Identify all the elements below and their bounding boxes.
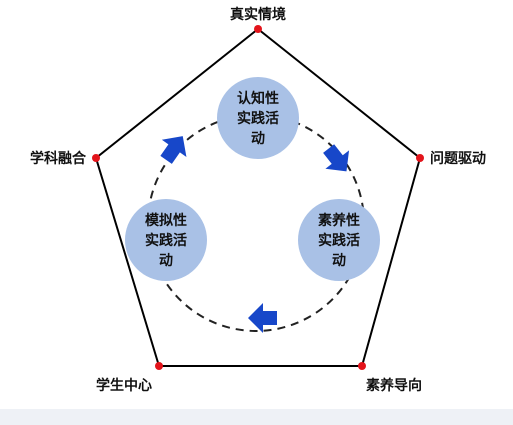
node-competency-text-line3: 动 [332,252,346,269]
vertex-label-top: 真实情境 [230,6,286,23]
arrow-bottom-icon [248,303,277,333]
vertex-label-left: 学科融合 [30,150,87,167]
node-competency-text-line1: 素养性 [318,212,360,229]
vertex-dot-left [92,154,100,162]
node-simulated-text-line2: 实践活 [145,232,187,249]
node-cognitive-text-line2: 实践活 [237,110,279,127]
vertex-label-bottom-left: 学生中心 [96,377,152,394]
vertex-dot-top [254,25,262,33]
vertex-dot-right [416,154,424,162]
vertex-dot-bottom-right [358,362,366,370]
bottom-band [0,409,513,425]
node-cognitive-activity [217,77,299,159]
vertex-dot-bottom-left [155,362,163,370]
pentagon-outline [94,27,422,367]
node-simulated-text-line1: 模拟性 [145,212,187,229]
arrow-top-left-icon [160,136,187,164]
node-simulated-text-line3: 动 [159,252,173,269]
vertex-label-bottom-right: 素养导向 [366,377,422,394]
node-cognitive-text-line1: 认知性 [237,90,279,107]
vertex-label-right: 问题驱动 [430,150,486,167]
arrow-top-right-icon [323,144,350,172]
node-cognitive-text-line3: 动 [251,130,265,147]
node-competency-activity [298,199,380,281]
node-competency-text-line2: 实践活 [318,232,360,249]
node-simulated-activity [125,199,207,281]
